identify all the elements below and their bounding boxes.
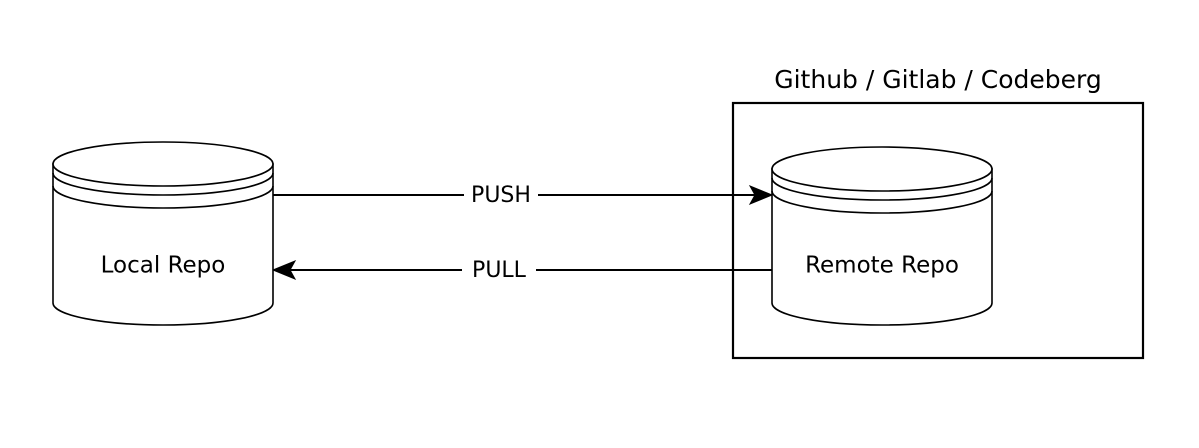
pull-edge-label: PULL bbox=[472, 258, 527, 283]
pull-arrowhead-icon bbox=[271, 259, 297, 281]
node-remote-repo[interactable]: Remote Repo bbox=[771, 146, 993, 326]
local-repo-label: Local Repo bbox=[101, 253, 226, 279]
remote-repo-label: Remote Repo bbox=[805, 253, 959, 279]
remote-repo-ring-arc-2 bbox=[771, 190, 993, 214]
edge-pull[interactable]: PULL bbox=[271, 258, 772, 283]
local-repo-cylinder-top bbox=[52, 141, 274, 187]
group-box-outline bbox=[731, 101, 1145, 360]
local-repo-ring-arc-2 bbox=[52, 185, 274, 209]
remote-repo-cylinder-top bbox=[771, 146, 993, 192]
remote-repo-ring-arc-1 bbox=[771, 177, 993, 201]
node-local-repo[interactable]: Local Repo bbox=[52, 141, 274, 326]
push-arrowhead-icon bbox=[748, 184, 774, 206]
group-title-label: Github / Gitlab / Codeberg bbox=[774, 65, 1102, 94]
local-repo-ring-arc-1 bbox=[52, 172, 274, 196]
remote-repo-cylinder-body bbox=[771, 168, 993, 326]
edge-push[interactable]: PUSH bbox=[273, 183, 774, 208]
group-hosting-provider[interactable]: Github / Gitlab / Codeberg bbox=[731, 65, 1145, 360]
push-edge-label: PUSH bbox=[471, 183, 531, 208]
local-repo-cylinder-body bbox=[52, 163, 274, 326]
